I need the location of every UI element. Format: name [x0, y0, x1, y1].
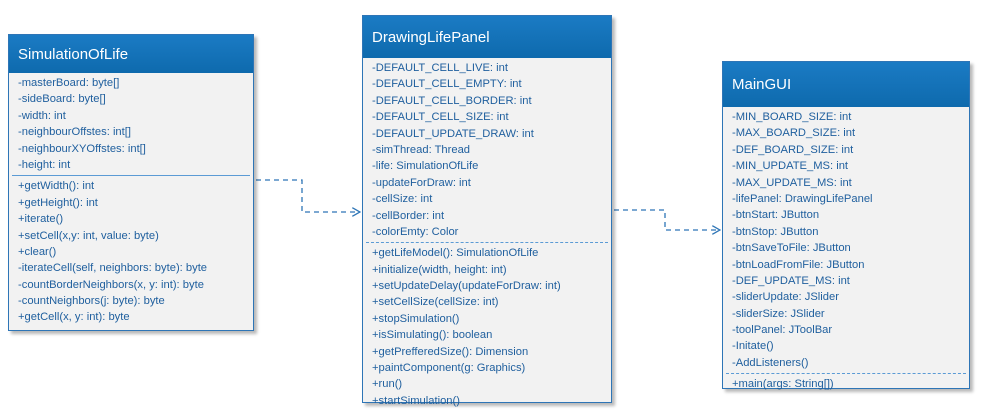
attribute: -cellSize: int — [372, 193, 433, 206]
attribute: -MAX_UPDATE_MS: int — [732, 176, 852, 189]
operation: +setCellSize(cellSize: int) — [372, 296, 499, 309]
operation: +getHeight(): int — [18, 196, 98, 209]
attribute: -DEFAULT_CELL_SIZE: int — [372, 111, 509, 124]
attribute: -DEFAULT_UPDATE_DRAW: int — [372, 127, 534, 140]
attribute: -simThread: Thread — [372, 143, 471, 156]
attribute: -updateForDraw: int — [372, 176, 471, 189]
attribute: -btnLoadFromFile: JButton — [732, 258, 865, 271]
operation: +main(args: String[]) — [732, 378, 834, 391]
attribute: -btnSaveToFile: JButton — [732, 242, 851, 255]
attributes-section: -masterBoard: byte[] -sideBoard: byte[] … — [9, 73, 253, 175]
attribute: -masterBoard: byte[] — [18, 77, 120, 89]
attribute: -height: int — [18, 158, 71, 171]
operation: +getCell(x, y: int): byte — [18, 311, 130, 324]
attribute: -DEF_BOARD_SIZE: int — [732, 143, 854, 156]
operation: +getWidth(): int — [18, 180, 95, 193]
class-simulation-of-life[interactable]: SimulationOfLife -masterBoard: byte[] -s… — [8, 34, 254, 331]
attribute: -lifePanel: DrawingLifePanel — [732, 192, 873, 205]
attribute: -MAX_BOARD_SIZE: int — [732, 127, 856, 140]
operations-section: +main(args: String[]) — [723, 374, 969, 394]
attribute: -btnStop: JButton — [732, 225, 819, 238]
attributes-section: -DEFAULT_CELL_LIVE: int -DEFAULT_CELL_EM… — [363, 58, 611, 242]
class-name: MainGUI — [723, 62, 969, 107]
class-name: DrawingLifePanel — [363, 16, 611, 58]
attribute: -DEFAULT_CELL_LIVE: int — [372, 62, 508, 74]
compartment-divider — [12, 175, 250, 177]
class-main-gui[interactable]: MainGUI -MIN_BOARD_SIZE: int -MAX_BOARD_… — [722, 61, 970, 390]
attribute: -MIN_BOARD_SIZE: int — [732, 111, 852, 123]
attribute: -width: int — [18, 109, 66, 122]
class-name: SimulationOfLife — [9, 35, 253, 73]
operation: +getPrefferedSize(): Dimension — [372, 345, 529, 358]
operation: +iterate() — [18, 213, 64, 226]
operation: +stopSimulation() — [372, 312, 460, 325]
operation: -iterateCell(self, neighbors: byte): byt… — [18, 262, 208, 275]
attribute: -toolPanel: JToolBar — [732, 324, 833, 337]
attribute: -sliderSize: JSlider — [732, 307, 825, 320]
operation: -countBorderNeighbors(x, y: int): byte — [18, 278, 204, 291]
operation: +initialize(width, height: int) — [372, 263, 507, 276]
compartment-divider — [366, 242, 608, 244]
class-drawing-life-panel[interactable]: DrawingLifePanel -DEFAULT_CELL_LIVE: int… — [362, 15, 612, 407]
operation: +startSimulation() — [372, 394, 460, 407]
operations-section: +getWidth(): int +getHeight(): int +iter… — [9, 176, 253, 328]
operation: +getLifeModel(): SimulationOfLife — [372, 247, 539, 260]
attribute: -colorEmty: Color — [372, 225, 459, 238]
attribute: -neighbourOffstes: int[] — [18, 126, 131, 139]
operation: -countNeighbors(j: byte): byte — [18, 295, 165, 308]
attribute: -sliderUpdate: JSlider — [732, 291, 839, 304]
dependency-arrow-sim-to-draw — [256, 179, 360, 212]
operation: +clear() — [18, 245, 57, 258]
attribute: -sideBoard: byte[] — [18, 93, 106, 106]
attribute: -Initate() — [732, 340, 774, 353]
operation: +setCell(x,y: int, value: byte) — [18, 229, 159, 242]
operation: +setUpdateDelay(updateForDraw: int) — [372, 280, 561, 293]
attribute: -life: SimulationOfLife — [372, 160, 479, 173]
operation: +run() — [372, 378, 403, 391]
dependency-arrow-draw-to-main — [614, 209, 720, 230]
operation: +isSimulating(): boolean — [372, 329, 493, 342]
attribute: -cellBorder: int — [372, 209, 445, 222]
operation: +paintComponent(g: Graphics) — [372, 362, 526, 375]
attribute: -MIN_UPDATE_MS: int — [732, 160, 849, 173]
attributes-section: -MIN_BOARD_SIZE: int -MAX_BOARD_SIZE: in… — [723, 107, 969, 373]
operations-section: +getLifeModel(): SimulationOfLife +initi… — [363, 243, 611, 411]
attribute: -AddListeners() — [732, 356, 809, 369]
attribute: -DEFAULT_CELL_BORDER: int — [372, 94, 532, 107]
attribute: -btnStart: JButton — [732, 209, 820, 222]
compartment-divider — [726, 373, 966, 375]
attribute: -DEF_UPDATE_MS: int — [732, 274, 850, 287]
attribute: -DEFAULT_CELL_EMPTY: int — [372, 78, 522, 91]
attribute: -neighbourXYOffstes: int[] — [18, 142, 146, 155]
